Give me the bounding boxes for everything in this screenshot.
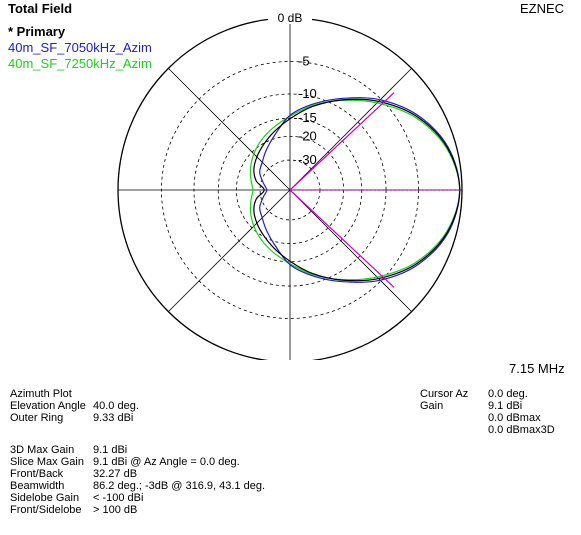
cursor-lines: [289, 92, 460, 288]
ring-label: 0 dB: [278, 11, 303, 25]
info-row: 0.0 dBmax: [488, 412, 541, 424]
frequency-label: 7.15 MHz: [509, 361, 565, 376]
info-row: Front/Sidelobe> 100 dB: [10, 504, 138, 516]
pattern-traces: [249, 97, 461, 283]
info-row: Azimuth Plot: [10, 388, 72, 400]
legend-primary: * Primary: [8, 24, 66, 39]
grid-spoke: [168, 189, 291, 312]
pattern-trace-1: [259, 97, 461, 283]
info-row: 0.0 dBmax3D: [488, 424, 555, 436]
polar-grid: [117, 17, 463, 360]
info-row: Sidelobe Gain< -100 dBi: [10, 492, 144, 504]
legend-trace-7250: 40m_SF_7250kHz_Azim: [8, 56, 152, 71]
legend: * Primary 40m_SF_7050kHz_Azim 40m_SF_725…: [8, 24, 152, 72]
grid-spoke: [168, 68, 291, 191]
ring-label: -5: [298, 53, 310, 68]
ring-label: -10: [298, 86, 317, 101]
ring-labels: 0 dB -5 -10 -15 -20 -30: [268, 10, 317, 167]
ring-label: -15: [298, 110, 317, 125]
ring-label: -30: [298, 152, 317, 167]
legend-trace-7050: 40m_SF_7050kHz_Azim: [8, 40, 152, 55]
brand-label: EZNEC: [520, 1, 565, 16]
ring-label: -20: [298, 128, 317, 143]
polar-plot[interactable]: 0 dB -5 -10 -15 -20 -30: [0, 0, 581, 360]
grid-spoke: [289, 68, 412, 191]
beamwidth-line: [289, 189, 395, 288]
grid-spoke: [289, 189, 412, 312]
ring-label-bg: [268, 10, 312, 24]
plot-title: Total Field: [8, 1, 73, 16]
pattern-trace-0: [253, 98, 461, 282]
beamwidth-line: [289, 92, 395, 191]
